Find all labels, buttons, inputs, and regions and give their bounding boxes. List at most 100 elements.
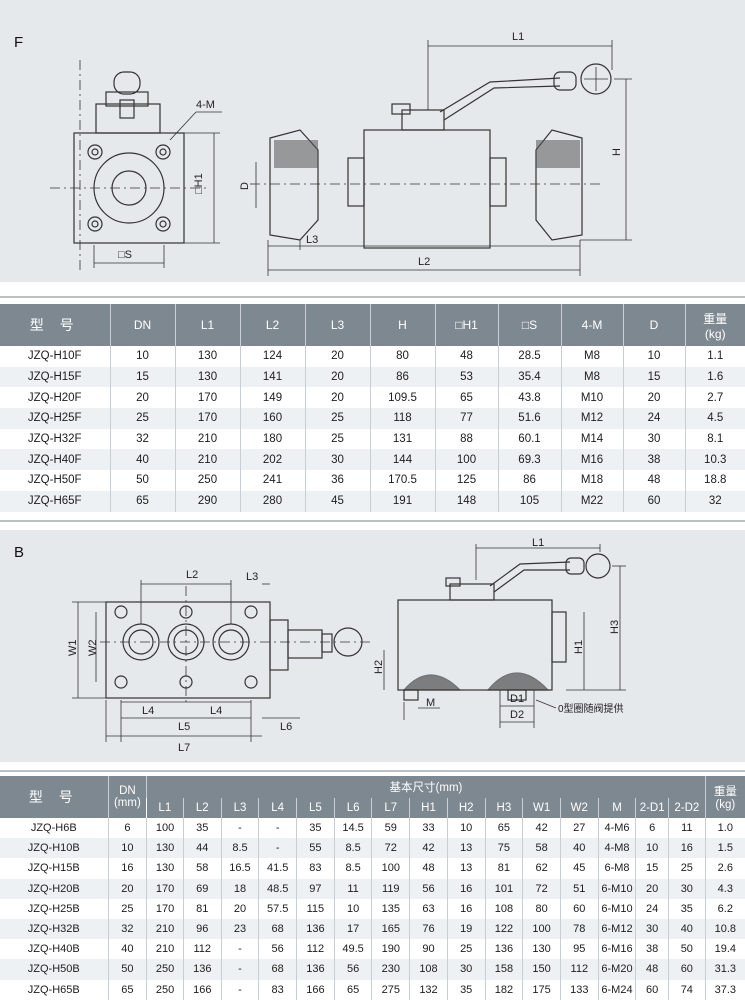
col-header: H [369,304,435,346]
table-cell: 33 [409,818,448,839]
table-cell: 136 [296,959,335,980]
table-cell: 58 [182,858,222,879]
table-cell: 130 [522,939,561,960]
model-cell: JZQ-H40F [0,449,110,471]
table-cell: 160 [239,408,305,429]
table-cell: 16 [107,858,147,879]
label-f-h1: □H1 [193,173,205,194]
table-cell: 230 [371,959,410,980]
label-b-w1: W1 [67,640,79,657]
table-cell: 10 [107,838,147,859]
table-cell: 136 [484,939,523,960]
table-cell: 56 [333,959,372,980]
table-cell: 170 [146,878,184,899]
table-cell: 78 [559,918,599,940]
table-cell: 6-M12 [597,918,636,940]
table-cell: 130 [174,346,240,367]
table-cell: 112 [296,939,335,960]
table-cell: - [258,818,297,839]
table-cell: 158 [484,959,523,980]
label-b-l6: L6 [280,721,292,733]
table-cell: 202 [239,449,305,471]
table-cell: M8 [560,346,623,367]
table-cell: 19 [446,918,486,940]
table-cell: - [220,818,259,839]
table-cell: 8.5 [333,838,372,859]
label-b-l5: L5 [178,721,190,733]
table-cell: 17 [333,918,372,940]
table-cell: 80 [369,346,435,367]
table-cell: 133 [559,979,599,1000]
table-cell: 56 [409,878,448,899]
label-b-d1: D1 [510,693,524,705]
table-cell: 109.5 [369,387,435,409]
table-cell: 74 [667,979,706,1000]
table-cell: 100 [146,818,184,839]
table-cell: 170.5 [369,470,435,491]
table-cell: 25 [446,939,486,960]
table-cell: 108 [484,898,523,919]
table-cell: 132 [409,979,448,1000]
table-cell: 31.3 [704,959,745,980]
table-cell: 13 [446,838,486,859]
table-cell: 118 [369,408,435,429]
table-cell: 44 [182,838,222,859]
model-cell: JZQ-H65F [0,490,110,512]
table-cell: 15 [635,858,669,879]
table-cell: 51 [559,878,599,899]
label-b-d2: D2 [510,709,524,721]
table-cell: 48 [409,858,448,879]
table-cell: M10 [560,387,623,409]
table-cell: 30 [622,428,685,450]
table-cell: 250 [146,979,184,1000]
model-cell: JZQ-H25B [0,898,109,919]
model-cell: JZQ-H10B [0,838,109,859]
table-cell: 25 [107,898,147,919]
table-cell: 83 [258,979,297,1000]
model-cell: JZQ-H25F [0,408,110,429]
table-cell: 88 [434,428,498,450]
table-cell: 40 [559,838,599,859]
table-cell: 131 [369,428,435,450]
label-b-h1: H1 [573,640,585,654]
separator [0,296,745,298]
table-cell: 11 [667,818,706,839]
table-cell: 36 [304,470,370,491]
table-cell: 20 [107,878,147,899]
label-b-h2: H2 [373,660,385,674]
table-cell: 13 [446,858,486,879]
col-header: 型 号 [0,304,110,346]
table-cell: 191 [369,490,435,512]
table-cell: 62 [522,858,561,879]
table-cell: 24 [622,408,685,429]
table-cell: 49.5 [333,939,372,960]
table-cell: 53 [434,366,498,388]
table-cell: 280 [239,490,305,512]
table-cell: 10 [622,346,685,367]
table-cell: 241 [239,470,305,491]
table-cell: 190 [371,939,410,960]
valve-f-side-view [250,40,632,276]
valve-f-drawing: 4-M □H1 □S L1 H D L3 L2 [50,31,632,276]
model-cell: JZQ-H6B [0,818,109,839]
table-cell: 20 [304,387,370,409]
table-cell: 275 [371,979,410,1000]
table-cell: 166 [296,979,335,1000]
table-cell: 210 [174,449,240,471]
table-cell: 50 [109,470,175,491]
table-cell: 30 [446,959,486,980]
table-cell: M8 [560,366,623,388]
table-f-header-row: 型 号 DN L1 L2 L3 H □H1 □S 4-M D 重量(kg) [0,304,745,346]
table-cell: 149 [239,387,305,409]
table-cell: 144 [369,449,435,471]
table-cell: 6-M8 [597,858,636,879]
table-cell: 170 [174,387,240,409]
